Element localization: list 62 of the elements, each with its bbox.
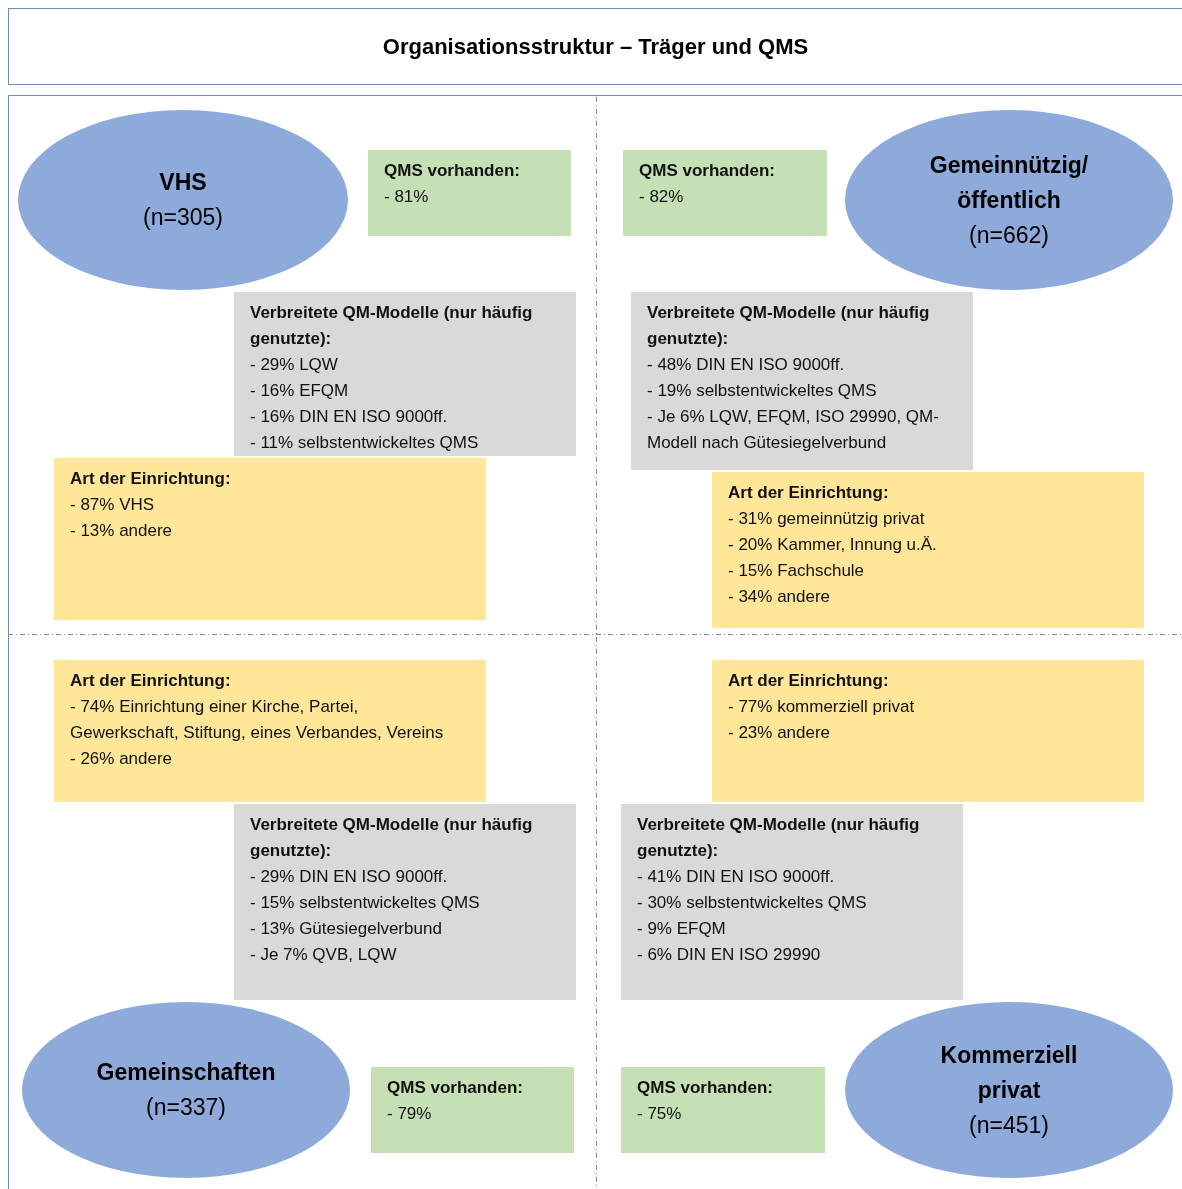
- list-item: - 26% andere: [70, 748, 174, 770]
- box-heading: QMS vorhanden:: [639, 160, 776, 182]
- type-box: [54, 458, 486, 620]
- models-box: [234, 292, 576, 456]
- list-item: - 13% Gütesiegelverbund: [250, 918, 443, 940]
- sample-size: (n=337): [146, 1093, 226, 1122]
- list-item: - 29% DIN EN ISO 9000ff.: [250, 866, 449, 888]
- list-item: - 87% VHS: [70, 494, 156, 516]
- list-item: - 34% andere: [728, 586, 832, 608]
- list-item: - 31% gemeinnützig privat: [728, 508, 926, 530]
- box-heading: Verbreitete QM-Modelle (nur häufig genutzte):: [250, 814, 534, 862]
- category-name: Gemeinschaften: [96, 1058, 276, 1087]
- list-item: - 20% Kammer, Innung u.Ä.: [728, 534, 938, 556]
- sample-size: (n=662): [969, 220, 1049, 250]
- diagram-title: Organisationsstruktur – Träger und QMS: [382, 33, 809, 60]
- box-heading: Art der Einrichtung:: [728, 670, 890, 692]
- list-item: - 30% selbstentwickeltes QMS: [637, 892, 868, 914]
- list-item: - 11% selbstentwickeltes QMS: [250, 432, 480, 454]
- list-item: - Je 7% QVB, LQW: [250, 944, 398, 966]
- category-name: VHS: [159, 168, 207, 197]
- type-box: [54, 660, 486, 802]
- qms-box: [371, 1067, 574, 1153]
- list-item: - 74% Einrichtung einer Kirche, Partei, Gewerkschaft, Stiftung, eines Verbandes, Vereins: [70, 696, 445, 744]
- box-heading: QMS vorhanden:: [384, 160, 521, 182]
- list-item: - 15% selbstentwickeltes QMS: [250, 892, 481, 914]
- list-item: - 6% DIN EN ISO 29990: [637, 944, 822, 966]
- list-item: - 23% andere: [728, 722, 832, 744]
- qms-box: [368, 150, 571, 236]
- box-heading: Verbreitete QM-Modelle (nur häufig genutzte):: [250, 302, 534, 350]
- box-heading: Verbreitete QM-Modelle (nur häufig genutzte):: [647, 302, 931, 350]
- list-item: - 15% Fachschule: [728, 560, 866, 582]
- list-item: - 16% DIN EN ISO 9000ff.: [250, 406, 449, 428]
- list-item: - 13% andere: [70, 520, 174, 542]
- category-name: Gemeinnützig/ öffentlich: [928, 150, 1090, 215]
- type-box: [712, 472, 1144, 628]
- qms-box: [621, 1067, 825, 1153]
- box-heading: Verbreitete QM-Modelle (nur häufig genutzte):: [637, 814, 921, 862]
- box-heading: QMS vorhanden:: [637, 1077, 774, 1099]
- models-box: [631, 292, 973, 470]
- models-box: [621, 804, 963, 1000]
- box-heading: Art der Einrichtung:: [728, 482, 890, 504]
- type-box: [712, 660, 1144, 802]
- list-item: - Je 6% LQW, EFQM, ISO 29990, QM-Modell nach Gütesiegelverbund: [647, 406, 940, 454]
- list-item: - 82%: [639, 186, 685, 208]
- qms-box: [623, 150, 827, 236]
- list-item: - 48% DIN EN ISO 9000ff.: [647, 354, 846, 376]
- list-item: - 19% selbstentwickeltes QMS: [647, 380, 878, 402]
- box-heading: Art der Einrichtung:: [70, 670, 232, 692]
- list-item: - 81%: [384, 186, 430, 208]
- box-heading: Art der Einrichtung:: [70, 468, 232, 490]
- list-item: - 29% LQW: [250, 354, 339, 376]
- box-heading: QMS vorhanden:: [387, 1077, 524, 1099]
- list-item: - 41% DIN EN ISO 9000ff.: [637, 866, 836, 888]
- category-name: Kommerziell privat: [939, 1040, 1079, 1105]
- list-item: - 77% kommerziell privat: [728, 696, 916, 718]
- sample-size: (n=451): [969, 1110, 1049, 1140]
- models-box: [234, 804, 576, 1000]
- sample-size: (n=305): [143, 203, 223, 232]
- list-item: - 9% EFQM: [637, 918, 727, 940]
- list-item: - 79%: [387, 1103, 433, 1125]
- list-item: - 75%: [637, 1103, 683, 1125]
- list-item: - 16% EFQM: [250, 380, 350, 402]
